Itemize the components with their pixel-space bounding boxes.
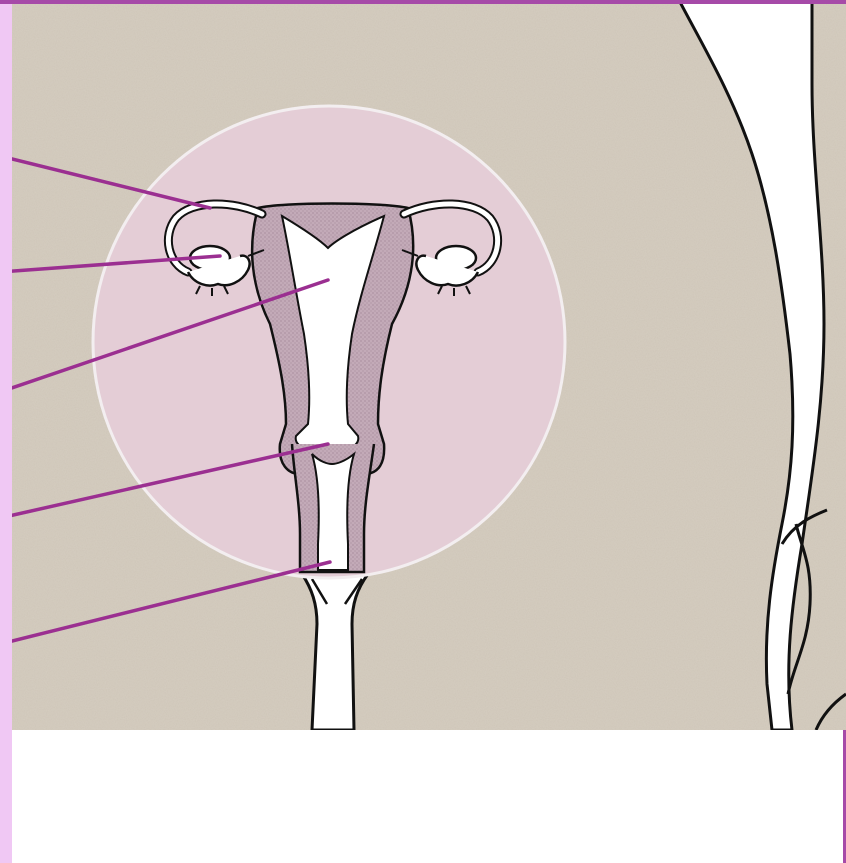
illustration-svg — [12, 4, 846, 730]
bottom-blank-area — [12, 730, 843, 863]
anatomy-illustration — [12, 4, 846, 730]
left-frame-strip — [0, 0, 12, 863]
